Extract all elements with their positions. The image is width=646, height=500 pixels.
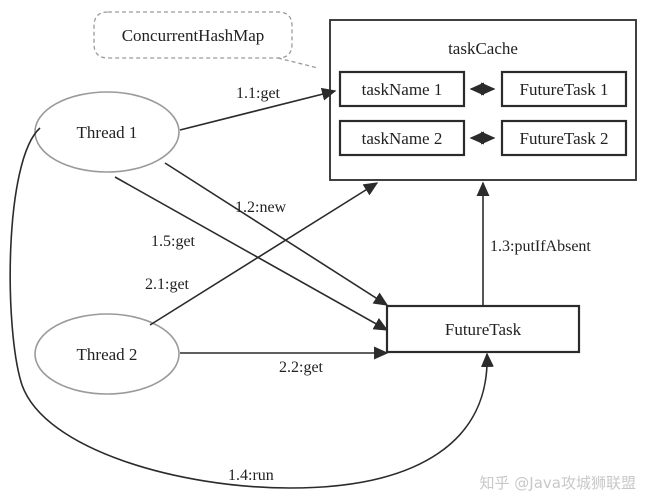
thread-2-label: Thread 2 <box>77 345 138 364</box>
watermark-text: 知乎 @Java攻城狮联盟 <box>480 474 636 492</box>
future-task-label: FutureTask <box>445 320 522 339</box>
cache-entry-row-2: taskName 2 FutureTask 2 <box>338 119 628 157</box>
cache-value-box-1 <box>500 70 628 108</box>
thread-2-node: Thread 2 <box>34 313 180 395</box>
cache-key-label-1: taskName 1 <box>362 80 443 99</box>
cache-value-box-2 <box>500 119 628 157</box>
task-cache-box: taskCache taskName 1 FutureTask 1 taskNa… <box>329 19 637 181</box>
edge-label-2-2: 2.2:get <box>279 359 324 376</box>
task-cache-title: taskCache <box>448 39 518 58</box>
cache-key-box-1 <box>338 70 466 108</box>
callout-label: ConcurrentHashMap <box>122 26 265 45</box>
cache-value-label-2: FutureTask 2 <box>520 129 609 148</box>
concurrenthashmap-callout: ConcurrentHashMap <box>93 11 319 69</box>
edge-1-2-new <box>164 162 389 306</box>
edge-1-4-run <box>9 127 494 489</box>
edge-label-2-1: 2.1:get <box>145 276 190 293</box>
thread-1-label: Thread 1 <box>77 123 138 142</box>
cache-key-label-2: taskName 2 <box>362 129 443 148</box>
edge-2-1-get <box>149 182 379 326</box>
cache-entry-row-1: taskName 1 FutureTask 1 <box>338 70 628 108</box>
future-task-node: FutureTask <box>385 304 581 354</box>
cache-value-label-1: FutureTask 1 <box>520 80 609 99</box>
edge-label-1-5: 1.5:get <box>151 233 196 250</box>
edge-label-1-4: 1.4:run <box>228 467 274 484</box>
edge-label-1-3: 1.3:putIfAbsent <box>490 238 591 255</box>
edge-label-1-1: 1.1:get <box>236 85 281 102</box>
edge-1-1-get <box>179 87 337 131</box>
thread-1-node: Thread 1 <box>34 91 180 173</box>
cache-key-box-2 <box>338 119 466 157</box>
edge-1-5-get <box>114 176 389 331</box>
edge-label-1-2: 1.2:new <box>235 199 287 216</box>
